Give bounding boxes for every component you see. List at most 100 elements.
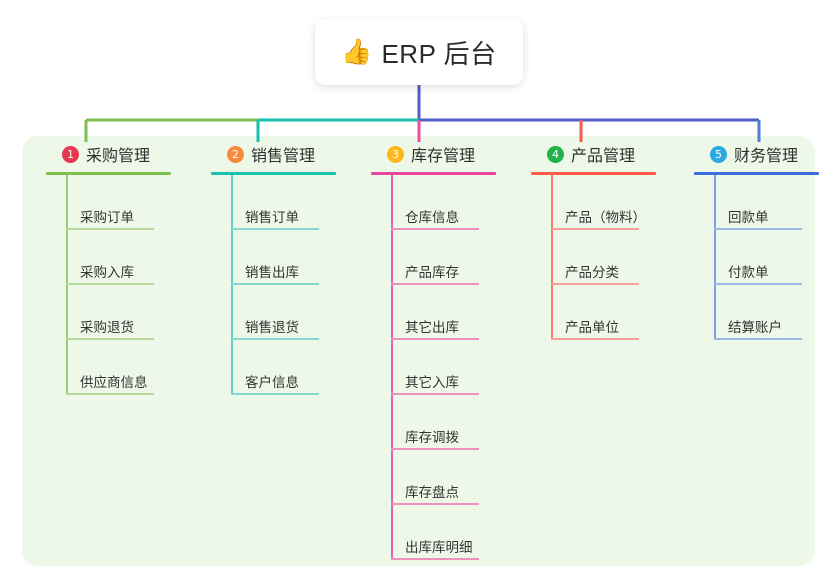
column-item-list: 仓库信息产品库存其它出库其它入库库存调拨库存盘点出库库明细 <box>391 175 527 560</box>
list-item-label: 仓库信息 <box>405 210 459 226</box>
list-item-rule <box>231 393 319 395</box>
list-item-rule <box>66 338 154 340</box>
column-header[interactable]: 3 库存管理 <box>367 136 527 172</box>
list-item[interactable]: 其它入库 <box>391 340 527 395</box>
column-spine <box>66 175 68 395</box>
list-item[interactable]: 采购入库 <box>66 230 202 285</box>
list-item[interactable]: 其它出库 <box>391 285 527 340</box>
list-item-label: 库存盘点 <box>405 485 459 501</box>
list-item[interactable]: 库存调拨 <box>391 395 527 450</box>
list-item[interactable]: 出库库明细 <box>391 505 527 560</box>
list-item[interactable]: 销售出库 <box>231 230 367 285</box>
list-item-label: 采购订单 <box>80 210 134 226</box>
column-badge: 3 <box>387 145 404 163</box>
list-item-rule <box>231 228 319 230</box>
list-item[interactable]: 仓库信息 <box>391 175 527 230</box>
list-item[interactable]: 销售退货 <box>231 285 367 340</box>
column-header-rule <box>46 172 171 175</box>
column-title: 库存管理 <box>411 148 476 165</box>
diagram-panel <box>22 136 815 566</box>
list-item-label: 其它出库 <box>405 320 459 336</box>
column-badge: 5 <box>710 145 727 163</box>
column-spine <box>714 175 716 340</box>
column-item-list: 采购订单采购入库采购退货供应商信息 <box>66 175 202 395</box>
column-spine <box>391 175 393 560</box>
list-item-rule <box>551 338 639 340</box>
list-item-rule <box>391 393 479 395</box>
column-header-rule <box>211 172 336 175</box>
thumbs-up-icon: 👍 <box>341 37 373 66</box>
list-item[interactable]: 库存盘点 <box>391 450 527 505</box>
list-item-label: 销售退货 <box>245 320 299 336</box>
list-item-rule <box>231 338 319 340</box>
column-4: 4 产品管理产品（物料） 产品分类产品单位 <box>527 136 687 340</box>
list-item[interactable]: 供应商信息 <box>66 340 202 395</box>
list-item[interactable]: 产品（物料） <box>551 175 687 230</box>
list-item-label: 产品（物料） <box>565 210 646 226</box>
list-item-rule <box>231 283 319 285</box>
root-node-card[interactable]: 👍 ERP 后台 <box>315 19 523 85</box>
column-spine <box>551 175 553 340</box>
column-badge: 1 <box>62 145 79 163</box>
list-item-label: 产品库存 <box>405 265 459 281</box>
column-title: 产品管理 <box>571 148 636 165</box>
list-item-label: 产品单位 <box>565 320 619 336</box>
list-item[interactable]: 回款单 <box>714 175 839 230</box>
list-item[interactable]: 产品分类 <box>551 230 687 285</box>
column-5: 5 财务管理回款单付款单结算账户 <box>690 136 839 340</box>
page-title: ERP 后台 <box>381 38 497 69</box>
list-item[interactable]: 结算账户 <box>714 285 839 340</box>
column-header[interactable]: 2 销售管理 <box>207 136 367 172</box>
list-item-rule <box>391 283 479 285</box>
list-item[interactable]: 采购订单 <box>66 175 202 230</box>
list-item-label: 客户信息 <box>245 375 299 391</box>
list-item-label: 采购入库 <box>80 265 134 281</box>
list-item-rule <box>391 338 479 340</box>
list-item-rule <box>391 558 479 560</box>
column-header-rule <box>531 172 656 175</box>
list-item[interactable]: 付款单 <box>714 230 839 285</box>
list-item-rule <box>391 228 479 230</box>
list-item-rule <box>551 228 639 230</box>
list-item-label: 产品分类 <box>565 265 619 281</box>
list-item-rule <box>66 393 154 395</box>
list-item[interactable]: 产品库存 <box>391 230 527 285</box>
list-item[interactable]: 产品单位 <box>551 285 687 340</box>
list-item-label: 回款单 <box>728 210 769 226</box>
column-badge: 2 <box>227 145 244 163</box>
column-item-list: 销售订单销售出库销售退货客户信息 <box>231 175 367 395</box>
column-header[interactable]: 4 产品管理 <box>527 136 687 172</box>
list-item-rule <box>714 228 802 230</box>
list-item-label: 供应商信息 <box>80 375 148 391</box>
column-header-rule <box>371 172 496 175</box>
column-spine <box>231 175 233 395</box>
list-item-label: 采购退货 <box>80 320 134 336</box>
list-item-label: 出库库明细 <box>405 540 473 556</box>
list-item-label: 销售订单 <box>245 210 299 226</box>
list-item[interactable]: 采购退货 <box>66 285 202 340</box>
list-item-rule <box>551 283 639 285</box>
column-title: 财务管理 <box>734 148 799 165</box>
column-2: 2 销售管理销售订单销售出库销售退货客户信息 <box>207 136 367 395</box>
column-header-rule <box>694 172 819 175</box>
column-3: 3 库存管理仓库信息产品库存其它出库其它入库库存调拨库存盘点出库库明细 <box>367 136 527 560</box>
column-badge: 4 <box>547 145 564 163</box>
list-item-rule <box>391 503 479 505</box>
root-node-content: 👍 ERP 后台 <box>341 34 496 71</box>
list-item[interactable]: 客户信息 <box>231 340 367 395</box>
list-item-label: 结算账户 <box>728 320 782 336</box>
list-item-rule <box>391 448 479 450</box>
column-item-list: 产品（物料） 产品分类产品单位 <box>551 175 687 340</box>
column-title: 销售管理 <box>251 148 316 165</box>
list-item-label: 其它入库 <box>405 375 459 391</box>
list-item-label: 库存调拨 <box>405 430 459 446</box>
list-item-label: 销售出库 <box>245 265 299 281</box>
column-header[interactable]: 5 财务管理 <box>690 136 839 172</box>
list-item[interactable]: 销售订单 <box>231 175 367 230</box>
list-item-rule <box>66 283 154 285</box>
column-item-list: 回款单付款单结算账户 <box>714 175 839 340</box>
list-item-label: 付款单 <box>728 265 769 281</box>
